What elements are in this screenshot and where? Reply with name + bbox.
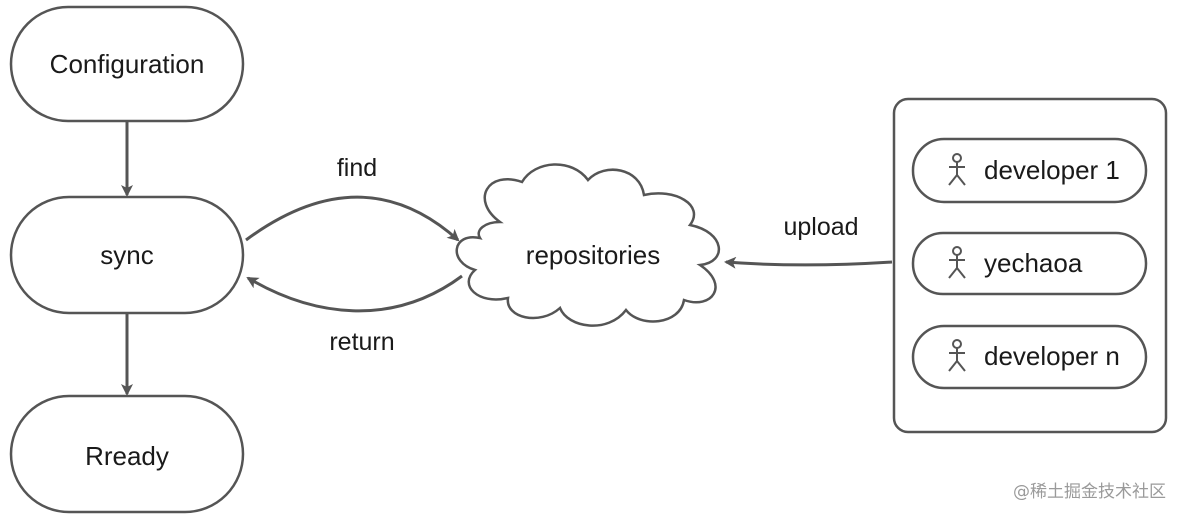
watermark-text: @稀土掘金技术社区 [1013, 482, 1166, 502]
sync-label: sync [100, 240, 153, 270]
developer-item: developer 1 [911, 137, 1148, 204]
ready-node: Rready [9, 394, 245, 514]
developer-label: developer n [984, 341, 1120, 371]
sync-node: sync [9, 195, 245, 315]
person-icon [948, 153, 966, 186]
developer-item: developer n [911, 324, 1148, 390]
developer-label: yechaoa [984, 248, 1083, 278]
developer-label: developer 1 [984, 155, 1120, 185]
arrow-upload [724, 256, 893, 269]
ready-label: Rready [85, 441, 169, 471]
configuration-label: Configuration [50, 49, 205, 79]
arrow-return [246, 274, 463, 313]
developer-item: yechaoa [911, 231, 1148, 296]
find-label: find [337, 154, 377, 182]
arrow-find [245, 195, 460, 242]
person-icon [948, 246, 966, 279]
configuration-node: Configuration [9, 5, 245, 123]
repositories-cloud: repositories [455, 163, 720, 327]
person-icon [948, 339, 966, 372]
repositories-label: repositories [526, 240, 660, 270]
return-label: return [329, 328, 394, 356]
upload-label: upload [783, 213, 858, 241]
